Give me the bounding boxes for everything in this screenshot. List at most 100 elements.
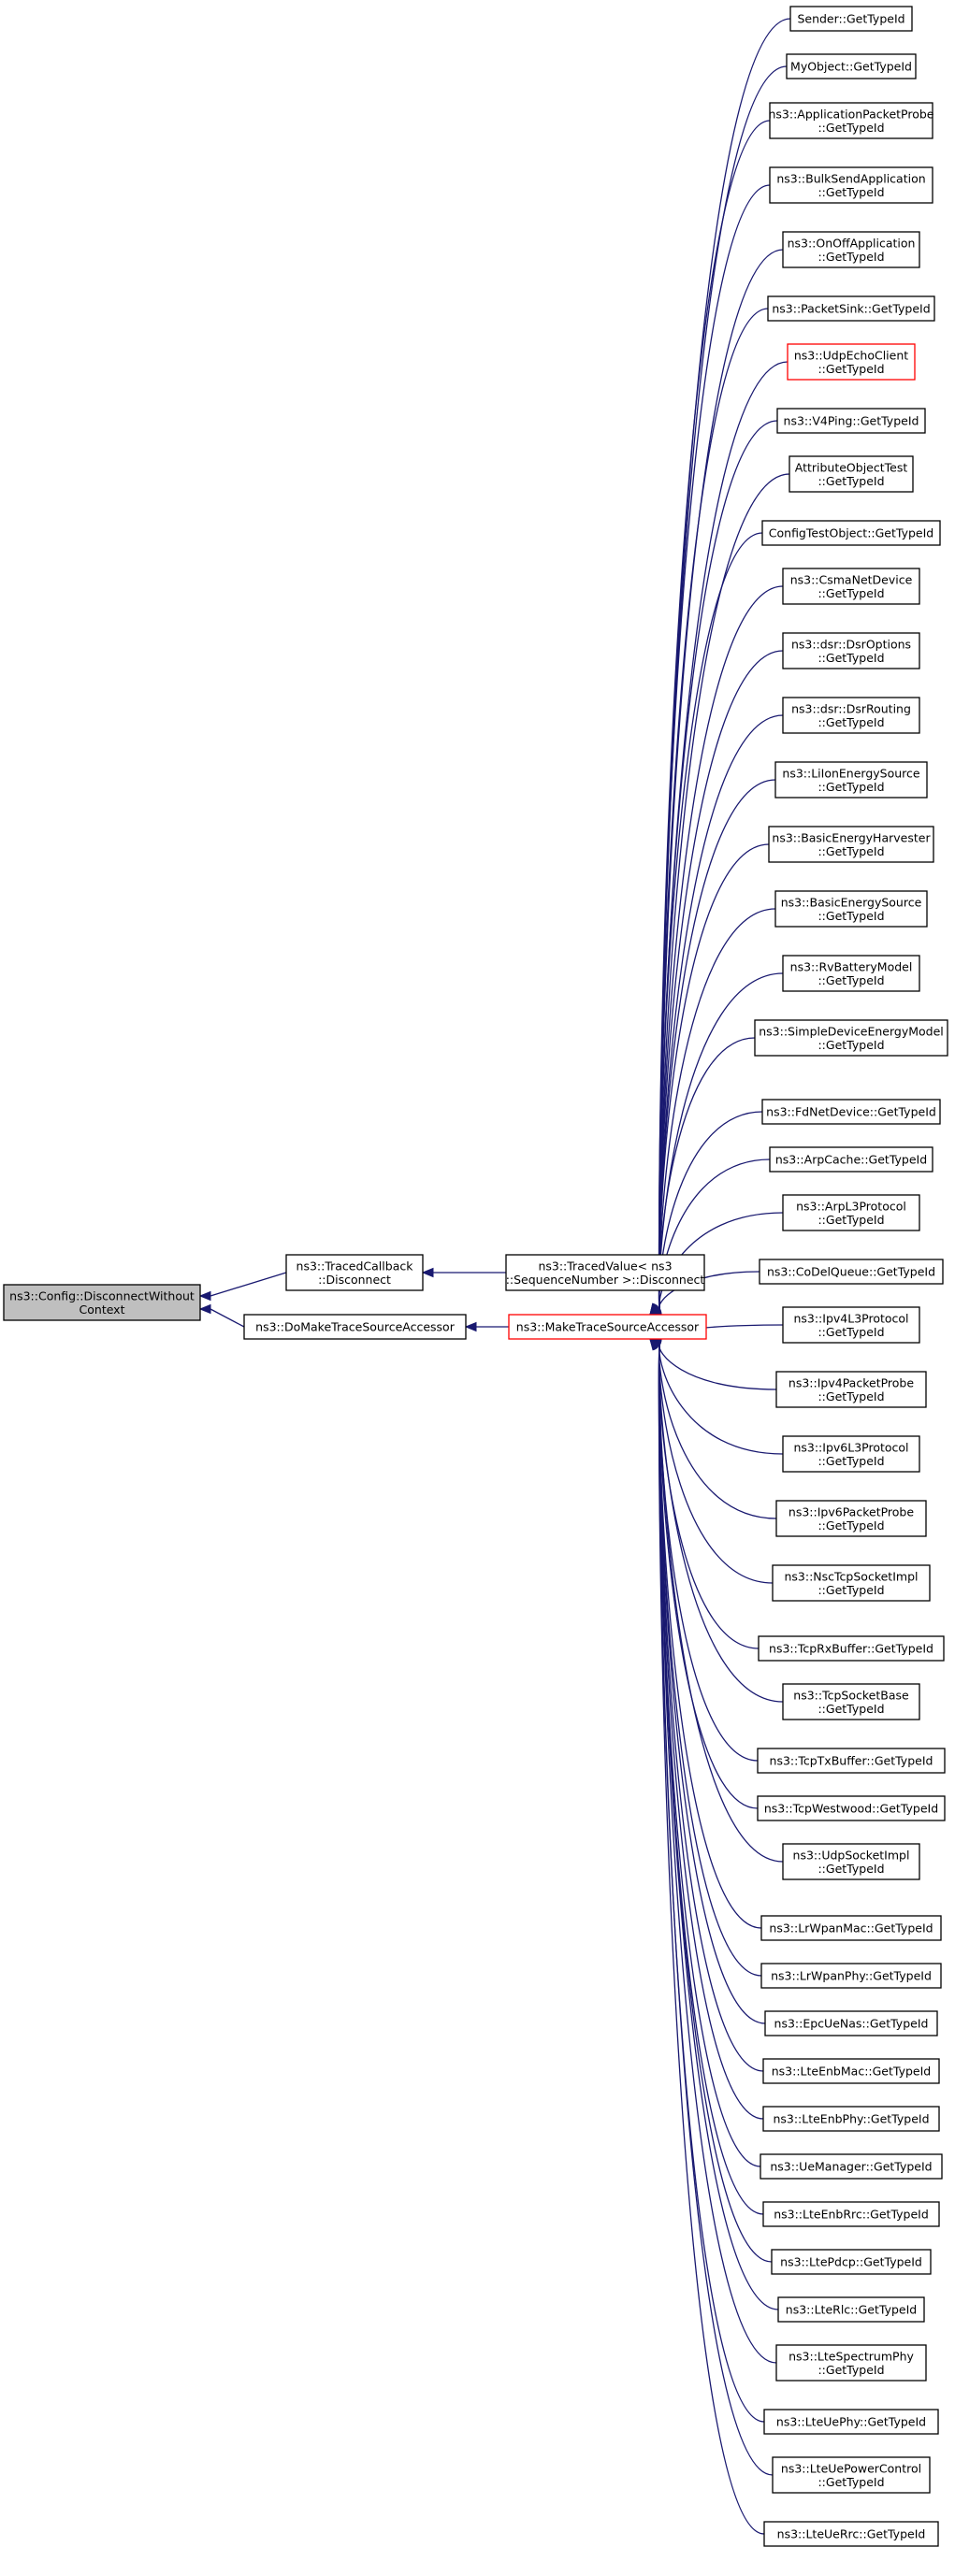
node-label: MyObject::GetTypeId <box>790 60 912 74</box>
node-l8[interactable]: AttributeObjectTest::GetTypeId <box>789 455 914 493</box>
node-label: ns3::LteEnbMac::GetTypeId <box>772 2065 931 2079</box>
node-dmtsa[interactable]: ns3::DoMakeTraceSourceAccessor <box>243 1314 467 1340</box>
node-label: ns3::LteUePowerControl <box>781 2461 921 2475</box>
node-box <box>762 2201 940 2227</box>
node-l42[interactable]: ns3::LteUePhy::GetTypeId <box>763 2409 939 2435</box>
node-l23[interactable]: ns3::Ipv4PacketProbe::GetTypeId <box>775 1371 927 1408</box>
node-label: ns3::LteSpectrumPhy <box>789 2349 914 2363</box>
node-label: ns3::RvBatteryModel <box>790 959 913 973</box>
node-label: ::GetTypeId <box>818 1583 884 1597</box>
node-label: ns3::LteEnbRrc::GetTypeId <box>774 2208 929 2222</box>
node-l1[interactable]: MyObject::GetTypeId <box>786 53 917 79</box>
node-l35[interactable]: ns3::LteEnbMac::GetTypeId <box>762 2058 940 2084</box>
node-label: ns3::SimpleDeviceEnergyModel <box>759 1024 944 1038</box>
node-label: ns3::UdpEchoClient <box>794 348 908 362</box>
node-tcb[interactable]: ns3::TracedCallback::Disconnect <box>285 1254 424 1291</box>
node-label: ::GetTypeId <box>818 2363 884 2377</box>
node-l29[interactable]: ns3::TcpTxBuffer::GetTypeId <box>757 1748 946 1774</box>
node-l20[interactable]: ns3::ArpL3Protocol::GetTypeId <box>782 1194 920 1231</box>
node-label: ::GetTypeId <box>818 586 884 600</box>
node-l12[interactable]: ns3::dsr::DsrRouting::GetTypeId <box>782 697 920 734</box>
node-l26[interactable]: ns3::NscTcpSocketImpl::GetTypeId <box>772 1564 931 1602</box>
node-l32[interactable]: ns3::LrWpanMac::GetTypeId <box>760 1915 942 1941</box>
node-box <box>763 2521 939 2547</box>
node-tv[interactable]: ns3::TracedValue< ns3::SequenceNumber >:… <box>505 1254 705 1291</box>
edge-l23-to-mtsa <box>658 1344 777 1390</box>
node-l34[interactable]: ns3::EpcUeNas::GetTypeId <box>764 2010 938 2036</box>
node-box <box>759 1259 944 1285</box>
node-l2[interactable]: ns3::ApplicationPacketProbe::GetTypeId <box>768 102 934 139</box>
node-l18[interactable]: ns3::FdNetDevice::GetTypeId <box>761 1099 941 1125</box>
node-l41[interactable]: ns3::LteSpectrumPhy::GetTypeId <box>775 2344 927 2382</box>
node-l4[interactable]: ns3::OnOffApplication::GetTypeId <box>782 231 920 268</box>
node-l33[interactable]: ns3::LrWpanPhy::GetTypeId <box>760 1963 942 1989</box>
node-label: ns3::LrWpanMac::GetTypeId <box>769 1921 933 1936</box>
node-l36[interactable]: ns3::LteEnbPhy::GetTypeId <box>762 2106 940 2132</box>
edge-l19-to-mtsa <box>658 1158 771 1310</box>
node-label: ns3::UeManager::GetTypeId <box>770 2160 932 2174</box>
node-l5[interactable]: ns3::PacketSink::GetTypeId <box>767 295 935 322</box>
node-l44[interactable]: ns3::LteUeRrc::GetTypeId <box>763 2521 939 2547</box>
node-label: ::GetTypeId <box>818 1454 884 1468</box>
node-l22[interactable]: ns3::Ipv4L3Protocol::GetTypeId <box>782 1306 920 1344</box>
edge-arrowhead <box>198 1290 211 1302</box>
node-l19[interactable]: ns3::ArpCache::GetTypeId <box>769 1146 933 1173</box>
node-label: ns3::LteUePhy::GetTypeId <box>776 2415 926 2429</box>
node-l27[interactable]: ns3::TcpRxBuffer::GetTypeId <box>758 1635 945 1662</box>
node-l31[interactable]: ns3::UdpSocketImpl::GetTypeId <box>782 1843 920 1880</box>
node-box <box>769 166 933 204</box>
edge-l8-to-mtsa <box>658 473 790 1310</box>
node-l21[interactable]: ns3::CoDelQueue::GetTypeId <box>759 1259 944 1285</box>
edge-dmtsa-to-root <box>210 1308 245 1328</box>
node-l0[interactable]: Sender::GetTypeId <box>789 6 913 32</box>
node-mtsa[interactable]: ns3::MakeTraceSourceAccessor <box>508 1314 707 1340</box>
node-box <box>757 1795 946 1821</box>
node-l28[interactable]: ns3::TcpSocketBase::GetTypeId <box>782 1683 920 1720</box>
node-label: ns3::TracedValue< ns3 <box>538 1259 672 1273</box>
node-l7[interactable]: ns3::V4Ping::GetTypeId <box>776 408 926 434</box>
node-l10[interactable]: ns3::CsmaNetDevice::GetTypeId <box>782 568 920 605</box>
node-l39[interactable]: ns3::LtePdcp::GetTypeId <box>771 2249 932 2275</box>
node-label: ::GetTypeId <box>818 2475 884 2489</box>
node-label: ns3::MakeTraceSourceAccessor <box>516 1320 700 1334</box>
node-l37[interactable]: ns3::UeManager::GetTypeId <box>760 2153 943 2180</box>
node-label: ::GetTypeId <box>818 909 884 923</box>
node-box <box>3 1284 201 1321</box>
node-label: ns3::PacketSink::GetTypeId <box>772 302 930 316</box>
node-l24[interactable]: ns3::Ipv6L3Protocol::GetTypeId <box>782 1435 920 1473</box>
node-box <box>758 1635 945 1662</box>
node-l6[interactable]: ns3::UdpEchoClient::GetTypeId <box>787 343 916 381</box>
node-l30[interactable]: ns3::TcpWestwood::GetTypeId <box>757 1795 946 1821</box>
node-l40[interactable]: ns3::LteRlc::GetTypeId <box>777 2296 925 2323</box>
node-label: ns3::Ipv4PacketProbe <box>789 1375 914 1389</box>
edge-l43-to-mtsa <box>658 1344 774 2476</box>
edge-l39-to-mtsa <box>658 1344 773 2263</box>
node-label: ::GetTypeId <box>818 844 884 858</box>
node-l13[interactable]: ns3::LiIonEnergySource::GetTypeId <box>774 761 928 799</box>
edge-l4-to-mtsa <box>658 249 784 1310</box>
node-l43[interactable]: ns3::LteUePowerControl::GetTypeId <box>772 2456 931 2494</box>
node-l15[interactable]: ns3::BasicEnergySource::GetTypeId <box>774 890 928 928</box>
node-label: ::GetTypeId <box>818 1862 884 1876</box>
node-box <box>786 53 917 79</box>
node-l17[interactable]: ns3::SimpleDeviceEnergyModel::GetTypeId <box>754 1019 948 1057</box>
edge-l10-to-mtsa <box>658 585 784 1310</box>
node-l14[interactable]: ns3::BasicEnergyHarvester::GetTypeId <box>768 826 934 863</box>
node-l16[interactable]: ns3::RvBatteryModel::GetTypeId <box>782 955 920 992</box>
node-label: ns3::Config::DisconnectWithout <box>9 1288 195 1302</box>
node-label: ns3::UdpSocketImpl <box>793 1848 910 1862</box>
node-box <box>771 2249 932 2275</box>
node-l25[interactable]: ns3::Ipv6PacketProbe::GetTypeId <box>775 1500 927 1537</box>
node-l3[interactable]: ns3::BulkSendApplication::GetTypeId <box>769 166 933 204</box>
node-label: ::GetTypeId <box>818 715 884 729</box>
node-label: ns3::TcpRxBuffer::GetTypeId <box>769 1642 933 1656</box>
node-label: ns3::dsr::DsrOptions <box>791 637 911 651</box>
edge-arrowhead <box>464 1321 477 1332</box>
node-l38[interactable]: ns3::LteEnbRrc::GetTypeId <box>762 2201 940 2227</box>
node-l9[interactable]: ConfigTestObject::GetTypeId <box>761 520 941 546</box>
node-label: ns3::CsmaNetDevice <box>790 572 913 586</box>
node-l11[interactable]: ns3::dsr::DsrOptions::GetTypeId <box>782 632 920 669</box>
node-label: ns3::ApplicationPacketProbe <box>768 107 933 121</box>
node-box <box>775 1371 927 1408</box>
